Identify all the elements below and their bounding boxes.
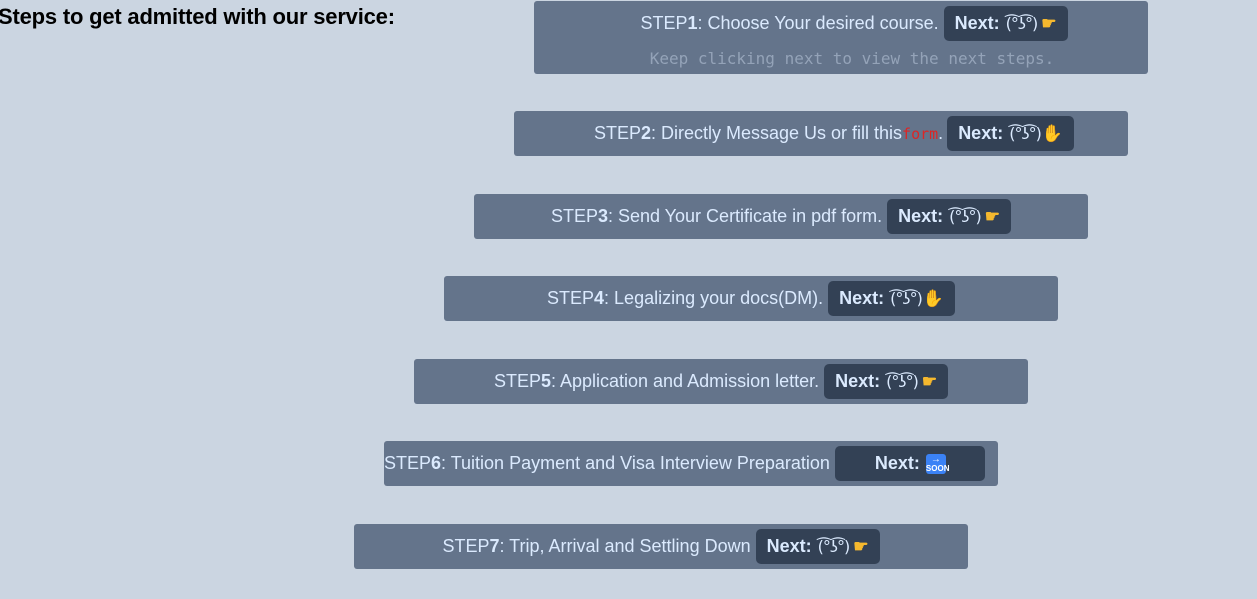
step-3-next-button[interactable]: Next: (͡°ʖ͡°) ☛ [887, 199, 1012, 234]
lenny-face-icon: (͡°ʖ͡°) [1009, 124, 1042, 143]
step-5-prefix: STEP [493, 371, 541, 391]
step-3-number: 3 [597, 206, 608, 226]
next-label: Next: [766, 536, 812, 556]
step-2-text: : Directly Message Us or fill this [650, 123, 903, 143]
lenny-face-icon: (͡°ʖ͡°) [817, 537, 851, 556]
step-6-number: 6 [431, 453, 442, 473]
step-7-card: STEP 7: Trip, Arrival and Settling Down … [354, 524, 968, 569]
step-4-next-button[interactable]: Next: (͡°ʖ͡°) ✋ [828, 281, 955, 316]
step-1-row: STEP 1: Choose Your desired course. Next… [534, 1, 1148, 46]
next-label: Next: [874, 453, 920, 473]
next-label: Next: [898, 206, 944, 226]
next-label: Next: [835, 371, 881, 391]
hand-point-icon: ☛ [1041, 14, 1057, 33]
step-6-next-button[interactable]: Next: →SOON [834, 446, 985, 481]
step-4-prefix: STEP [547, 288, 595, 308]
step-1-next-button[interactable]: Next: (͡°ʖ͡°) ☛ [943, 6, 1068, 41]
lenny-face-icon: (͡°ʖ͡°) [890, 289, 923, 308]
step-5-next-button[interactable]: Next: (͡°ʖ͡°) ☛ [824, 364, 949, 399]
step-5-card: STEP 5: Application and Admission letter… [414, 359, 1028, 404]
step-3-prefix: STEP [550, 206, 598, 226]
step-2-card: STEP 2: Directly Message Us or fill this… [514, 111, 1128, 156]
step-3-row: STEP 3: Send Your Certificate in pdf for… [474, 194, 1088, 239]
step-3-text: : Send Your Certificate in pdf form. [607, 206, 883, 226]
form-link[interactable]: form [902, 124, 939, 143]
step-6-card: STEP 6: Tuition Payment and Visa Intervi… [384, 441, 998, 486]
step-5-row: STEP 5: Application and Admission letter… [414, 359, 1028, 404]
ok-hand-icon: ✋ [922, 289, 944, 308]
step-6-text: : Tuition Payment and Visa Interview Pre… [441, 453, 830, 473]
step-2-next-button[interactable]: Next: (͡°ʖ͡°) ✋ [947, 116, 1075, 151]
step-4-card: STEP 4: Legalizing your docs(DM). Next: … [444, 276, 1058, 321]
step-5-text: : Application and Admission letter. [550, 371, 820, 391]
next-label: Next: [958, 123, 1004, 143]
lenny-face-icon: (͡°ʖ͡°) [1005, 14, 1039, 33]
step-7-number: 7 [489, 536, 500, 556]
step-6-prefix: STEP [384, 453, 432, 473]
step-6-row: STEP 6: Tuition Payment and Visa Intervi… [384, 441, 998, 486]
next-label: Next: [954, 13, 1000, 33]
step-2-period: . [938, 123, 944, 143]
step-1-text: : Choose Your desired course. [697, 13, 939, 33]
step-2-prefix: STEP [593, 123, 641, 143]
step-4-text: : Legalizing your docs(DM). [604, 288, 824, 308]
step-1-hint: Keep clicking next to view the next step… [649, 49, 1055, 68]
step-7-row: STEP 7: Trip, Arrival and Settling Down … [354, 524, 968, 569]
page-title: Steps to get admitted with our service: [0, 4, 395, 29]
lenny-face-icon: (͡°ʖ͡°) [949, 207, 982, 226]
hand-point-icon: ☛ [853, 537, 869, 556]
step-2-number: 2 [640, 123, 651, 143]
step-7-next-button[interactable]: Next: (͡°ʖ͡°) ☛ [755, 529, 880, 564]
soon-arrow-icon: →SOON [925, 453, 950, 474]
hand-point-icon: ☛ [984, 207, 1001, 226]
step-5-number: 5 [540, 371, 551, 391]
lenny-face-icon: (͡°ʖ͡°) [886, 372, 919, 391]
next-label: Next: [839, 288, 885, 308]
ok-hand-icon: ✋ [1041, 124, 1064, 143]
step-4-number: 4 [594, 288, 605, 308]
step-4-row: STEP 4: Legalizing your docs(DM). Next: … [444, 276, 1058, 321]
step-1-prefix: STEP [640, 13, 688, 33]
hand-point-icon: ☛ [921, 372, 938, 391]
step-2-row: STEP 2: Directly Message Us or fill this… [514, 111, 1128, 156]
step-1-card: STEP 1: Choose Your desired course. Next… [534, 1, 1148, 74]
step-7-text: : Trip, Arrival and Settling Down [499, 536, 751, 556]
step-3-card: STEP 3: Send Your Certificate in pdf for… [474, 194, 1088, 239]
step-7-prefix: STEP [442, 536, 490, 556]
step-1-number: 1 [687, 13, 698, 33]
